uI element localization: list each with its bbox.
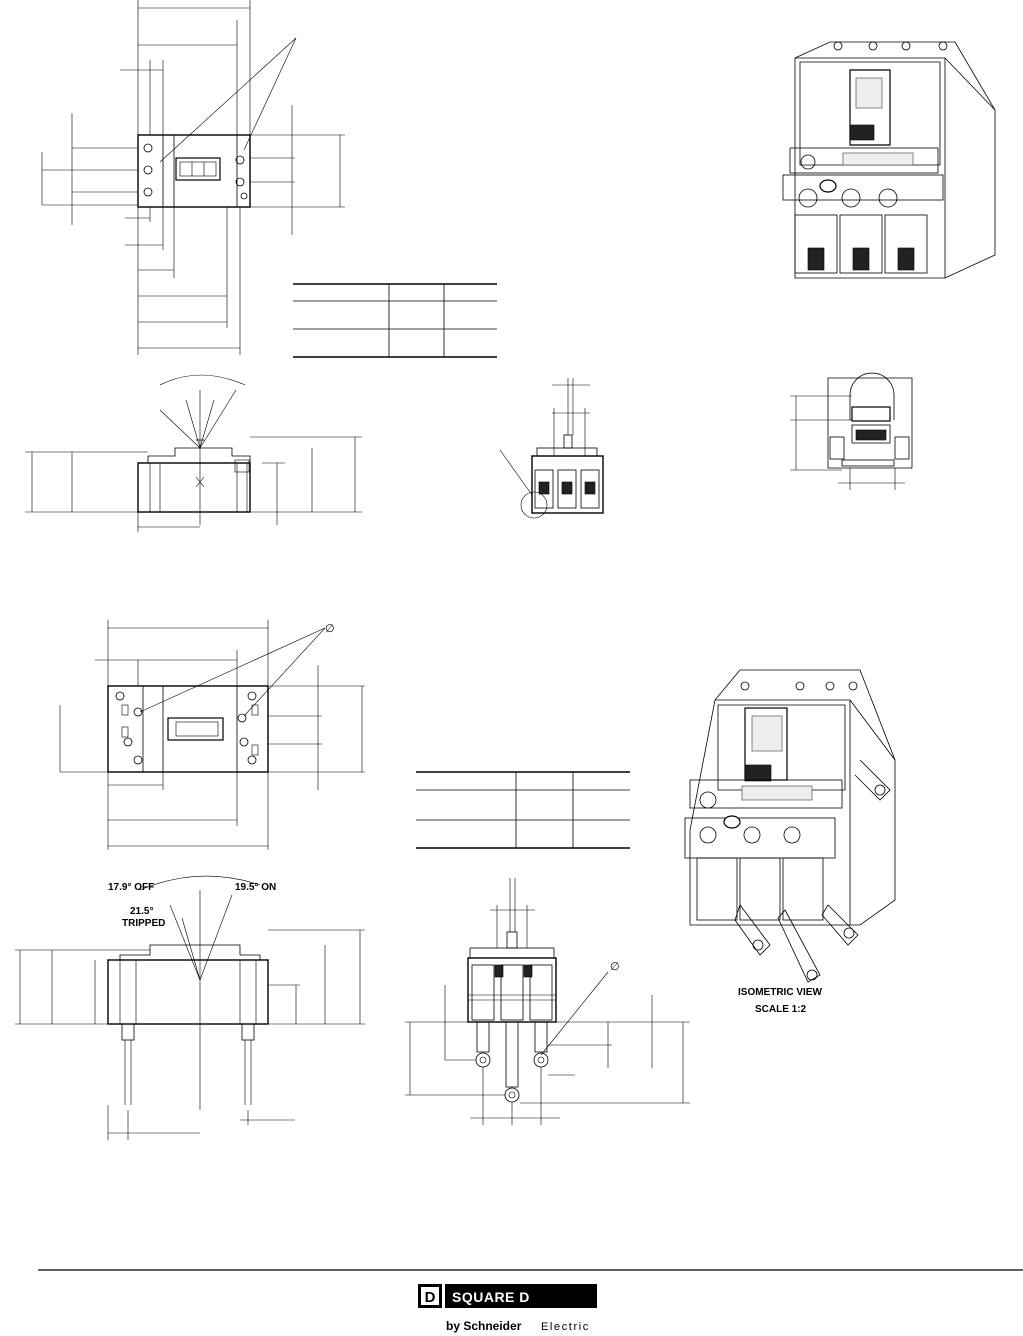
angle-tripped-label: TRIPPED xyxy=(122,918,165,929)
diameter-symbol-top: ∅ xyxy=(325,623,335,635)
isometric-view-upper xyxy=(782,41,996,279)
angle-tripped-value: 21.5° xyxy=(130,906,153,917)
front-view-upper xyxy=(499,378,604,519)
logo-letter: D xyxy=(425,1289,436,1306)
isometric-view-lower xyxy=(684,669,896,983)
diameter-symbol-lug: ∅ xyxy=(610,961,620,973)
angle-off-label: 17.9° OFF xyxy=(108,882,154,893)
angle-on-label: 19.5° ON xyxy=(235,882,276,893)
detail-view-upper xyxy=(790,372,913,490)
brand-name: SQUARE D xyxy=(452,1289,530,1305)
dimension-table-lower xyxy=(416,771,630,849)
square-d-logo: D SQUARE D xyxy=(418,1284,597,1308)
brand-electric: Electric xyxy=(541,1321,590,1333)
top-view-lower xyxy=(59,620,365,850)
top-view-upper xyxy=(41,0,345,355)
side-view-upper xyxy=(25,374,362,532)
side-view-lower xyxy=(15,875,365,1140)
isometric-view-title: ISOMETRIC VIEW xyxy=(738,987,822,998)
front-view-lower xyxy=(405,878,690,1125)
brand-byline: by Schneider xyxy=(446,1319,522,1333)
isometric-view-scale: SCALE 1:2 xyxy=(755,1004,807,1015)
dimension-table-upper xyxy=(293,283,497,358)
